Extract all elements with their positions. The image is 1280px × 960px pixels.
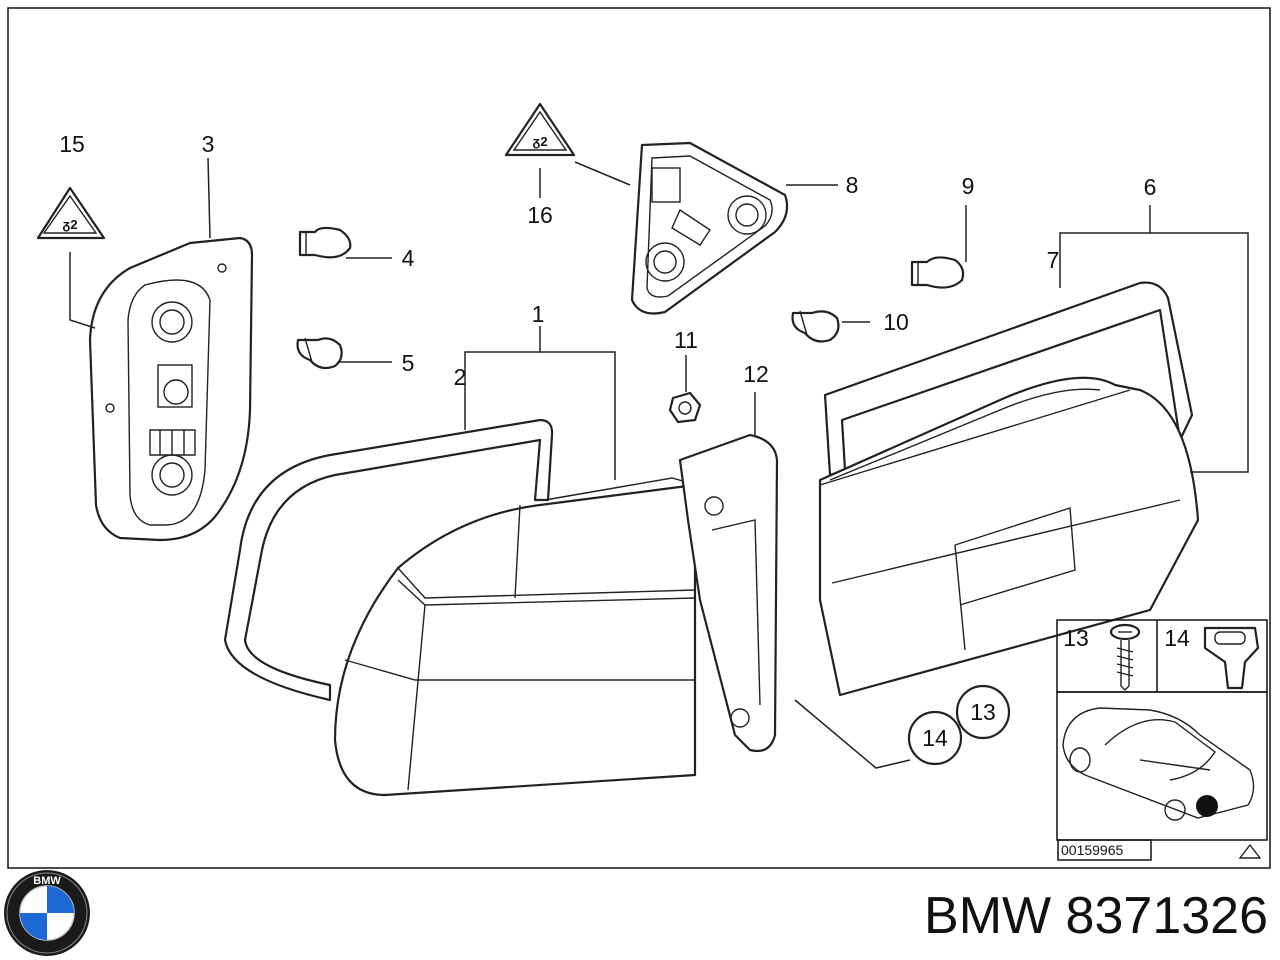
gasket-left xyxy=(223,418,554,702)
tail-lamp-left xyxy=(333,477,698,797)
callout-12: 12 xyxy=(743,361,769,387)
callout-9: 9 xyxy=(962,173,975,199)
callout-3: 3 xyxy=(202,131,215,157)
bulb-holder-left xyxy=(88,236,254,542)
callout-1: 1 xyxy=(532,301,545,327)
callout-5: 5 xyxy=(402,350,415,376)
inset-label-13: 13 xyxy=(1063,625,1089,651)
callout-4: 4 xyxy=(402,245,415,271)
bulb-9-icon xyxy=(910,256,965,289)
callout-15: 15 xyxy=(59,131,85,157)
warning-triangle-icon: ᵹ2 xyxy=(36,186,106,240)
small-triangle-icon xyxy=(1238,843,1262,859)
callout-2: 2 xyxy=(454,364,467,390)
tail-lamp-right xyxy=(818,376,1200,697)
part-number-title: BMW 8371326 xyxy=(924,887,1268,945)
callout-7: 7 xyxy=(1047,247,1060,273)
circled-callout-14: 14 xyxy=(907,710,963,766)
nut-icon xyxy=(668,391,702,424)
callout-6: 6 xyxy=(1144,174,1157,200)
clip-icon xyxy=(1203,626,1260,690)
doc-number-box xyxy=(1057,839,1152,861)
circled-callout-13: 13 xyxy=(955,684,1011,740)
svg-text:14: 14 xyxy=(922,725,948,751)
bracket xyxy=(678,433,779,753)
callout-11: 11 xyxy=(674,327,698,353)
leader-lines xyxy=(69,157,1249,769)
callout-8: 8 xyxy=(846,172,859,198)
bulb-10-icon xyxy=(791,310,840,343)
doc-number: 00159965 xyxy=(1061,842,1124,858)
svg-text:ᵹ2: ᵹ2 xyxy=(532,134,547,149)
inset-panel: 13 14 00159965 xyxy=(1056,619,1268,861)
svg-text:ᵹ2: ᵹ2 xyxy=(62,217,77,232)
svg-text:BMW: BMW xyxy=(33,875,61,887)
inset-label-14: 14 xyxy=(1164,625,1190,651)
screw-icon xyxy=(1109,623,1141,691)
diagram-frame xyxy=(7,7,1271,869)
bulb-4-icon xyxy=(298,226,352,259)
bmw-logo: BMW xyxy=(4,870,90,956)
bulb-5-icon xyxy=(296,337,343,370)
gasket-right xyxy=(823,281,1194,477)
warning-triangle-icon: ᵹ2 xyxy=(504,102,576,157)
svg-text:13: 13 xyxy=(970,699,996,725)
bulb-holder-center xyxy=(630,141,789,315)
callout-10: 10 xyxy=(883,309,909,335)
callout-16: 16 xyxy=(527,202,553,228)
car-location-icon xyxy=(1062,707,1255,821)
